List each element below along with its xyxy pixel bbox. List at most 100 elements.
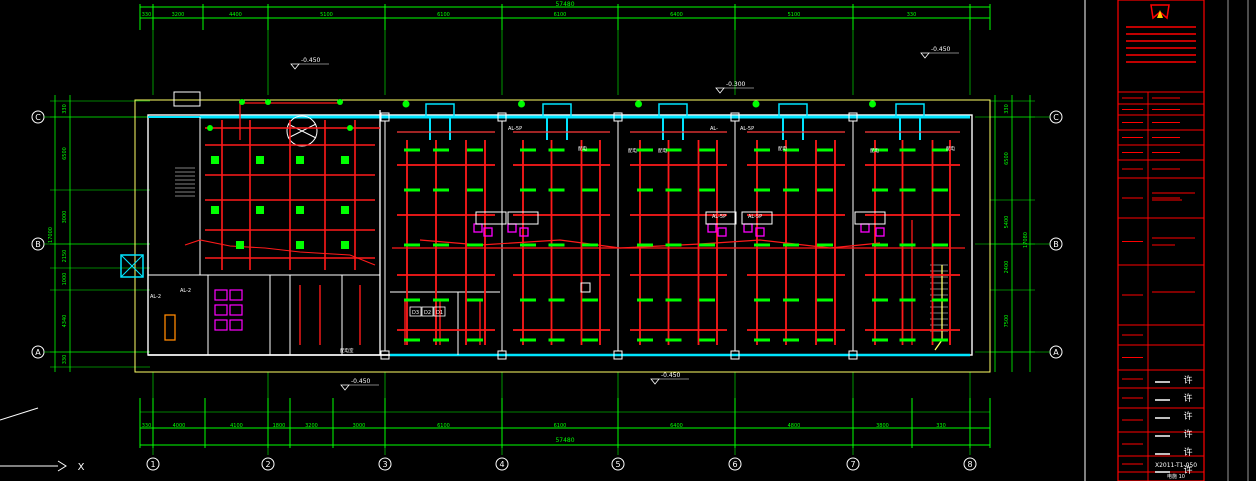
room-label: 配电 xyxy=(658,147,667,154)
axis-letter-left: B xyxy=(35,240,41,249)
distribution-box xyxy=(433,306,446,317)
light-fixture xyxy=(665,148,682,152)
ceiling-fan xyxy=(402,100,410,108)
light-fixture xyxy=(872,188,888,192)
right-dimension-text: 2400 xyxy=(1004,261,1010,274)
light-fixture xyxy=(872,243,888,247)
light-fixture xyxy=(699,243,715,247)
equipment-box xyxy=(875,227,885,237)
equipment-box xyxy=(717,227,727,237)
bottom-dimension-text: 1800 xyxy=(273,423,286,429)
entry-block xyxy=(173,91,201,107)
room-label: 配电 xyxy=(870,147,879,154)
top-dimension-text: 330 xyxy=(142,12,152,18)
toilet-stall xyxy=(229,304,243,316)
left-dimension-text: 1000 xyxy=(62,273,68,286)
light-fixture xyxy=(582,188,598,192)
light-fixture xyxy=(872,148,888,152)
light-fixture xyxy=(665,338,682,342)
light-fixture xyxy=(754,338,770,342)
axis-bubble xyxy=(728,457,742,471)
light-fixture xyxy=(817,298,833,302)
panel-outline xyxy=(507,211,539,225)
light-box xyxy=(256,156,264,164)
window-bay xyxy=(895,103,925,117)
light-fixture xyxy=(520,188,536,192)
ucs-axis xyxy=(0,407,39,421)
axis-letter-right: A xyxy=(1053,348,1059,357)
left-dimension-text: 2150 xyxy=(62,250,68,263)
equipment-box xyxy=(483,227,493,237)
axis-letter-right: C xyxy=(1053,113,1059,122)
room-label: 配电 xyxy=(578,145,587,152)
axis-letter-left: A xyxy=(35,348,41,357)
panel-outline xyxy=(705,211,737,225)
light-fixture xyxy=(520,148,536,152)
room-label: 配电室 xyxy=(340,347,354,354)
window-bay xyxy=(425,103,455,117)
wiring-layer xyxy=(184,100,965,345)
room-label: 配电 xyxy=(628,147,637,154)
light-fixture xyxy=(433,148,449,152)
bottom-dimension-text: 330 xyxy=(936,423,946,429)
sheet-label: 电施 10 xyxy=(1167,473,1185,480)
top-dimension-text: 5100 xyxy=(788,12,801,18)
floor-plan xyxy=(120,91,991,373)
window-bay-return xyxy=(546,117,568,140)
light-fixture xyxy=(520,298,536,302)
panel-label: AL-5P xyxy=(740,126,754,132)
light-fixture xyxy=(932,148,948,152)
light-fixture xyxy=(548,298,565,302)
distribution-box xyxy=(421,306,434,317)
light-fixture xyxy=(699,338,715,342)
right-dimension-text: 7500 xyxy=(1004,315,1010,328)
light-fixture xyxy=(404,298,420,302)
bottom-dimension-text: 4800 xyxy=(788,423,801,429)
light-fixture xyxy=(582,298,598,302)
axis-bubble xyxy=(846,457,860,471)
revolving-door xyxy=(286,115,318,147)
light-fixture xyxy=(899,243,916,247)
wiring-curve xyxy=(184,239,376,266)
signature: 许 xyxy=(1183,374,1192,386)
distribution-label: D2 xyxy=(424,310,431,316)
light-fixture xyxy=(582,338,598,342)
light-fixture xyxy=(582,243,598,247)
light-fixture xyxy=(548,338,565,342)
light-fixture xyxy=(899,188,916,192)
window-bay-return xyxy=(899,117,921,140)
axis-bubble xyxy=(611,457,625,471)
left-total-dimension: 17000 xyxy=(48,227,54,243)
toilet-stall xyxy=(229,319,243,331)
distribution-label: D1 xyxy=(436,310,443,316)
signature: 许 xyxy=(1183,410,1192,422)
ceiling-fan xyxy=(518,100,525,108)
ucs-icon: X xyxy=(0,407,85,473)
panel-label: AL-2 xyxy=(150,294,161,300)
panel-label: AL- xyxy=(710,126,718,132)
toilet-stall xyxy=(214,319,228,331)
light-fixture xyxy=(665,243,682,247)
light-fixture xyxy=(783,148,799,152)
axis-number: 5 xyxy=(615,460,620,469)
axis-number: 6 xyxy=(732,460,737,469)
light-fixture xyxy=(520,243,536,247)
door-leaf xyxy=(287,123,317,139)
ceiling-fan xyxy=(635,100,642,108)
left-dimension-text: 4340 xyxy=(62,315,68,328)
bottom-dimension-text: 6100 xyxy=(554,423,567,429)
axis-number: 2 xyxy=(265,460,270,469)
ucs-x-label: X xyxy=(78,462,85,473)
signature: 许 xyxy=(1183,446,1192,458)
left-dimension-text: 330 xyxy=(62,104,68,114)
panel-label: AL-2 xyxy=(180,288,191,294)
light-fixture xyxy=(699,298,715,302)
light-fixture xyxy=(872,338,888,342)
light-fixture xyxy=(433,298,449,302)
light-round xyxy=(207,125,213,131)
top-dimension-text: 5100 xyxy=(320,12,333,18)
